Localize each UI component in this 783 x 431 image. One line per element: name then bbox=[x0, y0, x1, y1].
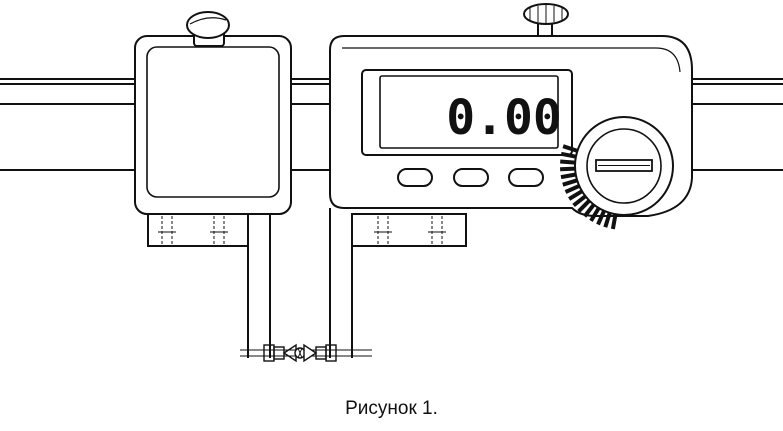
wheel-tooth bbox=[583, 203, 596, 218]
wheel-tooth bbox=[562, 144, 579, 153]
wheel-tooth bbox=[562, 178, 578, 187]
fine-adjust-knob bbox=[523, 3, 569, 37]
fixed-jaw-arm bbox=[247, 214, 271, 358]
wheel-tooth bbox=[564, 184, 581, 194]
button-left[interactable] bbox=[397, 168, 433, 187]
wheel-tooth bbox=[610, 213, 618, 230]
lcd-window bbox=[361, 69, 573, 156]
fixed-jaw-body bbox=[134, 35, 292, 215]
figure-caption: Рисунок 1. bbox=[345, 398, 438, 419]
thumb-wheel bbox=[574, 116, 674, 216]
wheel-tooth bbox=[560, 159, 576, 165]
sliding-jaw-arm bbox=[329, 208, 353, 358]
wheel-tooth bbox=[560, 166, 576, 172]
measuring-tips bbox=[240, 343, 372, 363]
wheel-tooth bbox=[577, 199, 591, 213]
lock-screw-knob bbox=[186, 11, 230, 47]
display-reading: 0.00 bbox=[446, 90, 562, 146]
wheel-tooth bbox=[596, 209, 606, 226]
button-middle[interactable] bbox=[453, 168, 489, 187]
wheel-tooth bbox=[560, 151, 577, 159]
wheel-tooth bbox=[603, 212, 612, 228]
wheel-tooth bbox=[589, 206, 601, 222]
wheel-tooth bbox=[560, 172, 577, 180]
thumb-wheel-serrations bbox=[560, 144, 618, 230]
wheel-tooth bbox=[568, 189, 584, 201]
caliper-beam bbox=[0, 78, 783, 171]
button-right[interactable] bbox=[508, 168, 544, 187]
sliding-jaw-flange bbox=[351, 213, 467, 247]
fixed-jaw-flange bbox=[147, 213, 249, 247]
wheel-tooth bbox=[572, 194, 587, 207]
